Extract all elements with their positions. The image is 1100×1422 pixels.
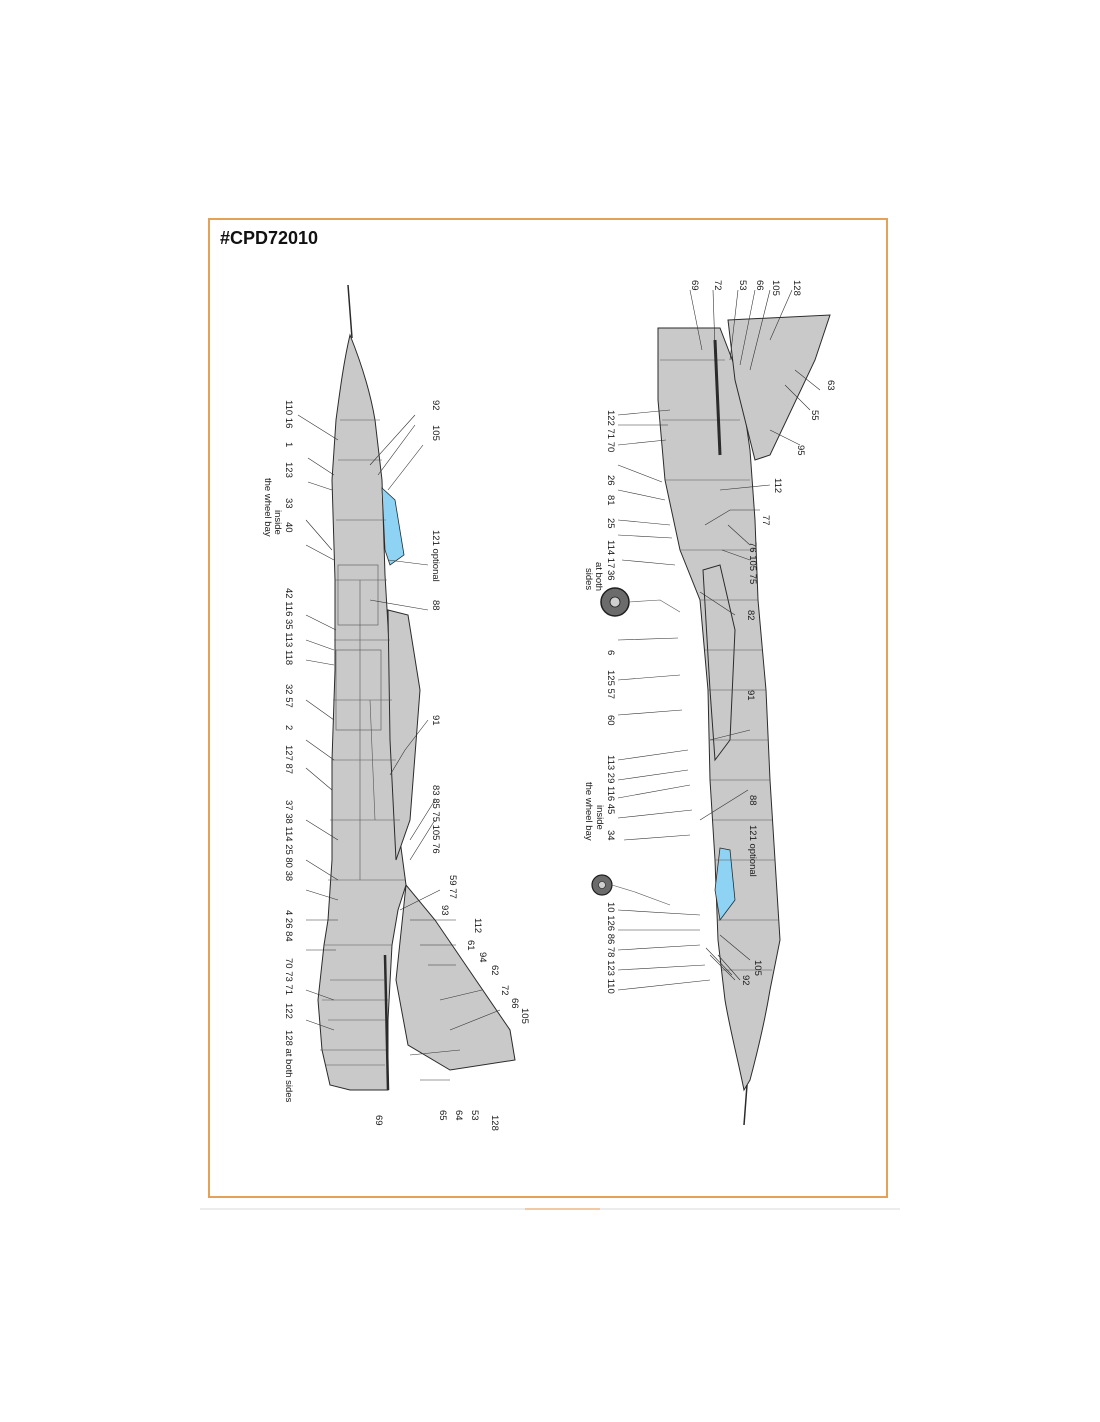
callout-label: 1: [283, 442, 294, 447]
callout-label: 61: [465, 940, 476, 951]
callout-label: 91: [745, 690, 756, 701]
callout-label: 34: [605, 830, 616, 841]
left-wing: [387, 609, 421, 861]
callout-label: 114 17: [605, 540, 616, 568]
right-canopy: [714, 847, 736, 921]
callout-label: 121 optional: [430, 530, 441, 582]
left-air-intake-panel: [337, 564, 379, 626]
product-code: #CPD72010: [220, 228, 319, 248]
callout-label: 69: [689, 280, 700, 291]
callout-label: 127 87: [283, 745, 294, 774]
callout-label: the wheel bay: [583, 782, 594, 841]
callout-label: 60: [605, 715, 616, 726]
left-pitot-probe: [347, 284, 353, 339]
callout-label: 92: [430, 400, 441, 411]
callout-label: 83 85 75 105 76: [430, 785, 441, 854]
left-canopy: [381, 487, 405, 566]
callout-label: 128: [791, 280, 802, 296]
callout-label: 122 71 70: [605, 410, 616, 452]
right-aircraft-view: [591, 314, 831, 1126]
callout-label: 91: [430, 715, 441, 726]
callout-label: 113 29 116 45: [605, 755, 616, 814]
callout-label: inside: [594, 805, 605, 830]
right-callout-labels: 69 72 53 66 105 128 63 55 95 122 71 70 1…: [583, 280, 836, 994]
callout-label: 82: [745, 610, 756, 621]
callout-label: 55: [809, 410, 820, 421]
right-leader-lines: [617, 289, 821, 991]
left-leader-lines: [297, 414, 501, 1081]
callout-label: 112: [772, 478, 783, 493]
callout-label: 53: [737, 280, 748, 291]
left-fin-edge: [383, 954, 390, 1091]
callout-label: 95: [795, 445, 806, 456]
callout-label: 70 73 71: [283, 958, 294, 995]
callout-label: 66: [754, 280, 765, 291]
callout-label: 40: [283, 522, 294, 533]
right-main-wheel-hub: [609, 596, 621, 608]
callout-label: 62: [489, 965, 500, 976]
left-tailplane: [395, 883, 516, 1071]
callout-label: 36: [605, 570, 616, 581]
right-nose-wheel-hub: [598, 881, 606, 889]
right-pitot-probe: [743, 1084, 748, 1126]
callout-label: 110 16: [283, 400, 294, 428]
callout-label: 69: [373, 1115, 384, 1126]
left-fuselage: [317, 333, 407, 1091]
callout-label: sides: [583, 568, 594, 590]
right-fin-edge: [713, 339, 722, 456]
callout-label: 59 77: [447, 875, 458, 899]
callout-label: 66: [509, 998, 520, 1009]
left-fuselage-bay: [335, 649, 382, 731]
callout-label: 32 57: [283, 684, 294, 708]
callout-label: 88: [430, 600, 441, 611]
callout-label: 81: [605, 495, 616, 506]
callout-label: 72: [712, 280, 723, 291]
callout-label: 64: [453, 1110, 464, 1121]
callout-label: 76 105 75: [747, 542, 758, 584]
callout-label: 92: [740, 975, 751, 986]
right-main-gear-strut: [628, 599, 681, 613]
callout-label: 94: [477, 952, 488, 963]
aircraft-drawing: 110 16 1 123 33 inside the wheel bay 40 …: [262, 280, 836, 1131]
callout-label: at both: [593, 562, 604, 591]
callout-label: 33: [283, 498, 294, 509]
left-callout-labels: 110 16 1 123 33 inside the wheel bay 40 …: [262, 400, 530, 1131]
left-aircraft-view: [317, 284, 516, 1091]
callout-label: 6: [605, 650, 616, 655]
decal-sheet-frame: #CPD72010: [208, 218, 888, 1198]
callout-label: 26: [605, 475, 616, 486]
right-nose-gear-strut: [611, 884, 671, 906]
right-tail-fin: [727, 314, 831, 461]
callout-label: the wheel bay: [262, 478, 273, 537]
callout-label: inside: [272, 510, 283, 535]
callout-label: 123: [283, 462, 294, 478]
callout-label: 63: [825, 380, 836, 391]
callout-label: 93: [439, 905, 450, 916]
callout-label: 105: [430, 425, 441, 441]
callout-label: 37 38 114 25 80 38: [283, 800, 294, 881]
callout-label: 88: [747, 795, 758, 806]
callout-label: 10 126 86 78 123 110: [605, 902, 616, 994]
callout-label: 4 26 84: [283, 910, 294, 942]
callout-label: 72: [499, 985, 510, 996]
callout-label: 125 57: [605, 670, 616, 699]
callout-label: 105: [519, 1008, 530, 1024]
callout-label: 128 at both sides: [283, 1030, 294, 1103]
callout-label: 25: [605, 518, 616, 529]
callout-label: 121 optional: [747, 825, 758, 877]
callout-label: 128: [489, 1115, 500, 1131]
callout-label: 2: [283, 725, 294, 730]
right-panel-lines: [660, 359, 778, 971]
callout-label: 53: [469, 1110, 480, 1121]
bottom-divider-accent: [525, 1208, 600, 1210]
callout-label: 77: [760, 515, 771, 526]
callout-label: 122: [283, 1003, 294, 1019]
callout-label: 105: [752, 960, 763, 976]
callout-label: 65: [437, 1110, 448, 1121]
callout-label: 105: [770, 280, 781, 296]
left-rear-detail: [326, 979, 385, 1066]
callout-label: 112: [472, 918, 483, 933]
callout-label: 42 116 35 113 118: [283, 588, 294, 665]
